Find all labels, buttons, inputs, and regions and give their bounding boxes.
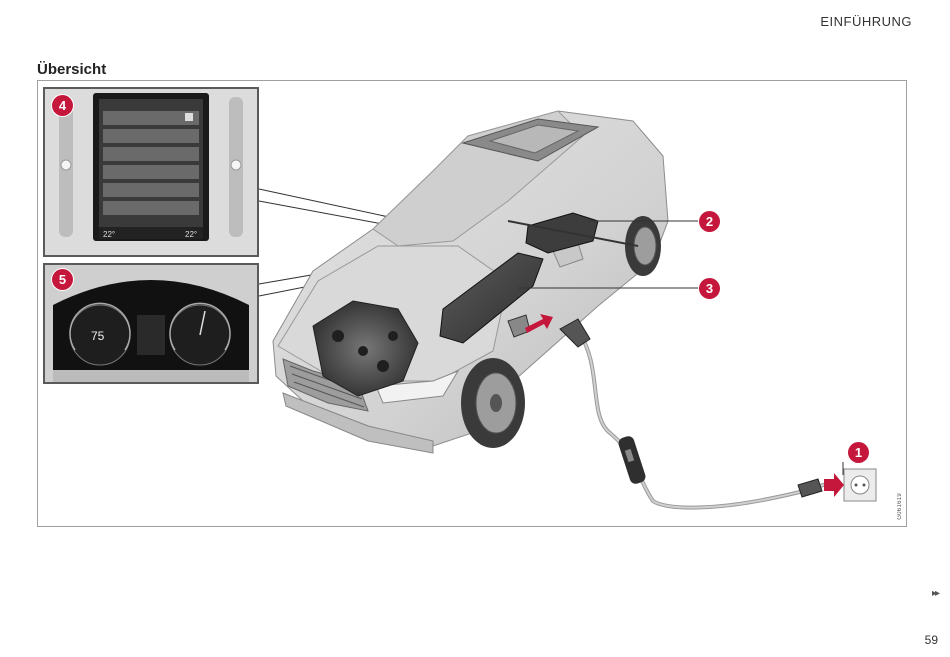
callout-1: 1 [848, 442, 869, 463]
temp-right: 22° [185, 230, 197, 239]
callout-2: 2 [699, 211, 720, 232]
control-box [617, 435, 647, 486]
callout-3: 3 [699, 278, 720, 299]
overview-figure: 22° 22° 75 4 5 2 3 1 G061619 [37, 80, 907, 527]
charging-cable [578, 331, 823, 508]
page-title: Übersicht [37, 61, 106, 78]
driver-display-inset: 75 [43, 263, 259, 384]
callout-5: 5 [52, 269, 73, 290]
page-number: 59 [925, 633, 938, 647]
temp-left: 22° [103, 230, 115, 239]
speed-readout: 75 [91, 329, 105, 343]
socket-arrow [824, 473, 844, 497]
center-display-inset: 22° 22° [43, 87, 259, 257]
section-label: EINFÜHRUNG [820, 14, 912, 29]
car-body [273, 111, 668, 453]
wall-socket [844, 469, 876, 501]
continue-icon: ▸▸ [932, 588, 938, 599]
figure-code: G061619 [897, 493, 903, 520]
callout-4: 4 [52, 95, 73, 116]
